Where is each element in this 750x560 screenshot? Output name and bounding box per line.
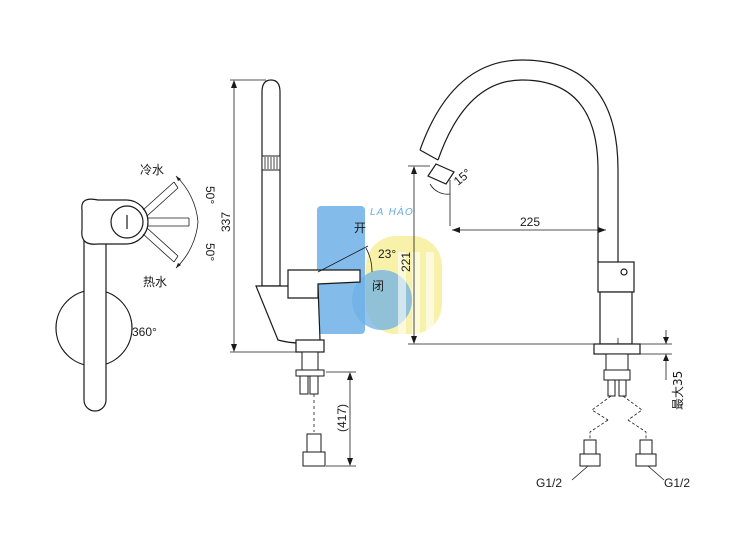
height-221-label: 221 <box>399 252 413 272</box>
thread-left-label: G1/2 <box>536 476 562 490</box>
spout-nozzle <box>427 163 455 185</box>
rotation-label: 360° <box>132 325 157 339</box>
reach-225-label: 225 <box>520 215 540 229</box>
mounting-shank <box>301 351 319 371</box>
hose-right-path <box>622 395 643 421</box>
faucet-body-front <box>599 291 633 345</box>
front-view: 15° 225 221 最大35 <box>399 59 690 490</box>
hose-nut-right <box>635 453 657 467</box>
gooseneck-outer <box>437 79 599 262</box>
cold-water-label: 冷水 <box>140 163 164 177</box>
watermark-text: LA HÀO <box>370 205 414 218</box>
hot-angle-label: 50° <box>203 243 217 261</box>
hose-length-label: (417) <box>335 404 349 432</box>
handle-block-front <box>597 261 635 293</box>
hot-water-label: 热水 <box>143 275 167 289</box>
spout-top-view <box>83 223 107 412</box>
close-label: 闭 <box>372 279 384 293</box>
hose-side <box>299 375 309 395</box>
side-view: 337 开 23° 闭 (417) <box>219 79 396 467</box>
open-label: 开 <box>354 221 366 235</box>
lever-center <box>148 217 190 227</box>
cold-angle-arc <box>175 175 199 223</box>
base-plate-front <box>593 343 641 355</box>
base-plate-side <box>295 339 325 353</box>
open-position-line <box>317 245 369 273</box>
spout-side <box>261 79 281 287</box>
watermark-logo: LA HÀO <box>317 205 442 334</box>
lever-hot <box>142 227 179 263</box>
shank-front <box>605 353 629 371</box>
max-thickness-label: 最大35 <box>671 371 685 410</box>
thread-right-label: G1/2 <box>664 476 690 490</box>
hot-angle-arc <box>175 221 199 269</box>
top-view: 冷水 热水 50° 50° 360° <box>55 163 217 412</box>
cold-angle-label: 50° <box>203 186 217 204</box>
lever-cold <box>142 181 179 217</box>
height-337-label: 337 <box>219 212 233 232</box>
hose-nut-left <box>579 453 601 467</box>
hose-nut-side <box>302 451 326 467</box>
lever-angle-label: 23° <box>378 247 396 261</box>
hose-left-path <box>591 395 612 421</box>
handle-lever-side <box>287 269 361 299</box>
gooseneck-inner <box>419 59 619 262</box>
spout-angle-label: 15° <box>451 166 474 189</box>
